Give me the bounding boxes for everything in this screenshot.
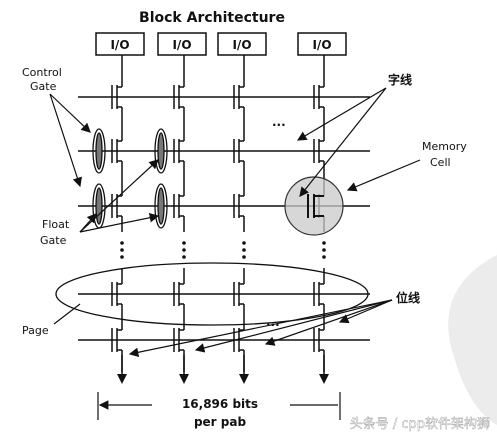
cell-transistor xyxy=(173,325,185,355)
io-box-col-3: I/O xyxy=(217,32,267,56)
column-continuation-dots xyxy=(120,241,326,259)
cell-transistor xyxy=(233,191,245,221)
io-box-col-2: I/O xyxy=(157,32,207,56)
page-ellipse xyxy=(55,262,369,326)
background-shape xyxy=(448,255,497,425)
leader-lines xyxy=(49,87,421,358)
bitline-cn-label: 位线 xyxy=(396,290,420,305)
memory-cell-label-line1: Memory xyxy=(422,140,467,153)
cell-transistor xyxy=(111,325,123,355)
io-box-col-1: I/O xyxy=(95,32,145,56)
cell-transistor xyxy=(233,136,245,166)
diagram-title: Block Architecture xyxy=(139,10,285,26)
page-label: Page xyxy=(22,324,49,337)
memory-cell-transistor xyxy=(307,194,324,218)
column-ellipsis-top: ... xyxy=(272,115,286,129)
ground-arrow xyxy=(179,374,189,384)
bits-label-line2: per pab xyxy=(194,415,247,429)
cell-transistor xyxy=(313,136,325,166)
cell-transistor xyxy=(233,279,245,309)
bits-label-line1: 16,896 bits xyxy=(182,397,258,411)
float-gate-label-line1: Float xyxy=(42,218,70,231)
io-label: I/O xyxy=(312,38,331,52)
cell-transistor xyxy=(233,82,245,112)
watermark: 头条号 / cpp软件架构狮 xyxy=(350,416,490,432)
io-box-col-4: I/O xyxy=(297,32,347,56)
bit-line-column-2 xyxy=(173,55,189,384)
io-label: I/O xyxy=(110,38,129,52)
bit-line-column-3 xyxy=(233,55,249,384)
ground-arrow xyxy=(117,374,127,384)
float-gate-markers xyxy=(92,128,168,229)
float-gate-label-line2: Gate xyxy=(40,234,67,247)
cell-transistor xyxy=(111,82,123,112)
cell-transistor xyxy=(313,279,325,309)
io-label: I/O xyxy=(172,38,191,52)
cell-transistor xyxy=(173,191,185,221)
cell-transistor xyxy=(313,82,325,112)
io-label: I/O xyxy=(232,38,251,52)
cell-transistor xyxy=(173,136,185,166)
cell-transistor xyxy=(313,325,325,355)
memory-cell-label-line2: Cell xyxy=(430,156,451,169)
control-gate-label-line2: Gate xyxy=(30,80,57,93)
width-dimension xyxy=(97,392,341,420)
cell-transistor xyxy=(173,82,185,112)
cell-transistor xyxy=(111,136,123,166)
control-gate-label-line1: Control xyxy=(22,66,62,79)
bit-line-column-1 xyxy=(111,55,127,384)
wordline-cn-label: 字线 xyxy=(388,72,412,87)
ground-arrow xyxy=(239,374,249,384)
ground-arrow xyxy=(319,374,329,384)
cell-transistor xyxy=(173,279,185,309)
cell-transistor xyxy=(111,279,123,309)
